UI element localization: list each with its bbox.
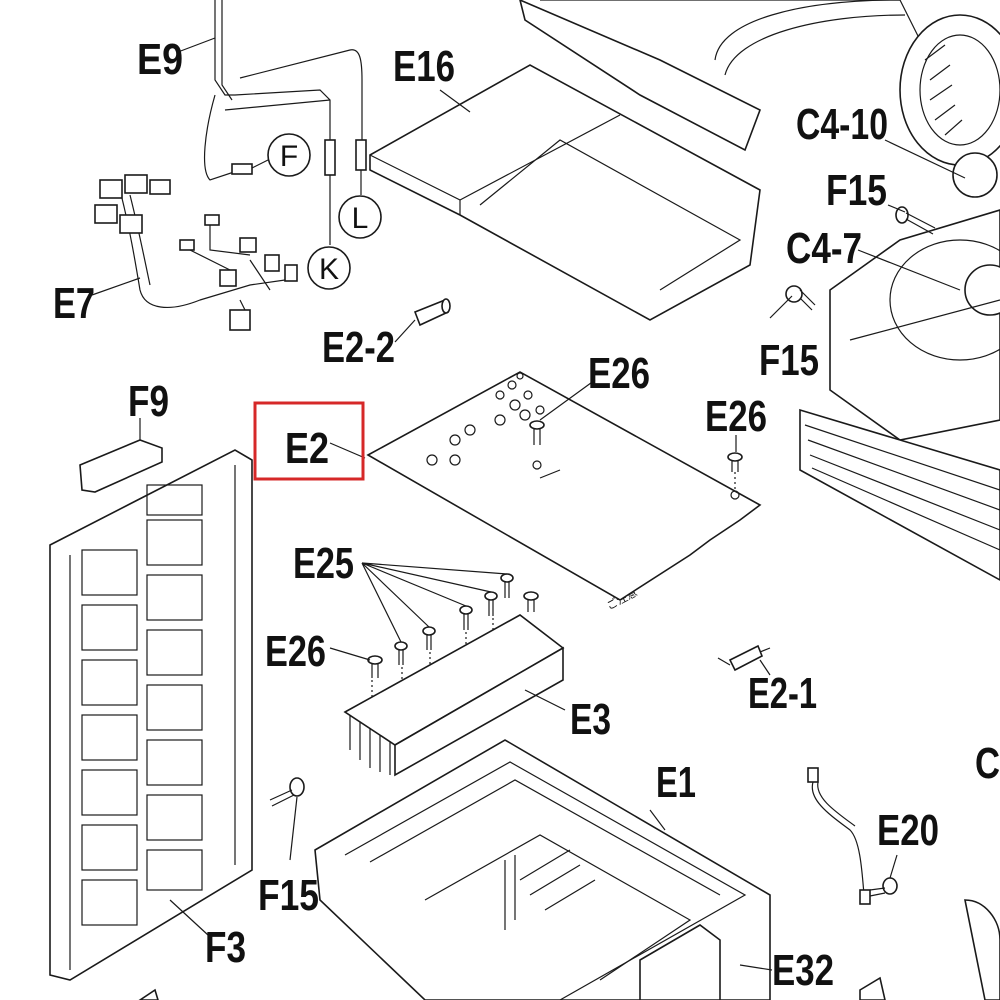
e1-base-part [314,739,771,1000]
label-e2: E2 [285,424,329,473]
label-e2-2: E2-2 [322,323,395,372]
label-e3: E3 [570,695,611,744]
f15-screw-lower [269,777,305,807]
label-e9: E9 [137,35,183,84]
corner-fragment-part [138,899,1000,1000]
label-e20: E20 [877,806,939,855]
label-c4-10: C4-10 [796,100,888,149]
label-f15-bottom: F15 [258,871,319,920]
e7-harness-part [94,174,298,331]
label-e26-center: E26 [588,349,650,398]
label-e1: E1 [656,758,696,807]
label-e25: E25 [293,539,354,588]
label-e26-right: E26 [705,392,767,441]
label-f15-top: F15 [826,166,887,215]
label-e16: E16 [393,42,455,91]
label-c4-7: C4-7 [786,224,862,273]
e32-part [639,924,721,1000]
label-f9: F9 [128,377,169,426]
circled-letter-k: K [319,253,339,286]
grille-part [799,408,1000,581]
e20-sensor-part [807,767,898,905]
f3-filter-part [49,449,253,981]
circled-letter-l: L [352,202,369,235]
e2-1-fuse-part [717,644,771,672]
label-f15-mid: F15 [759,336,819,385]
label-c-edge: C [975,739,1000,788]
e26-screw-left [367,655,383,678]
circled-callout-k: K [307,246,351,290]
e2-highlight-box [253,401,365,481]
e26-screw-center [529,420,545,445]
e3-heatsink-part [343,614,565,777]
circled-callout-l: L [338,195,382,239]
e9-harness-part [203,0,367,245]
leader-lines [91,37,966,971]
circled-callout-f: F [267,133,311,177]
f15-screw-top [895,206,936,235]
label-e26-left: E26 [265,627,326,676]
label-e32: E32 [772,946,834,995]
blower-wheel-part [899,14,1000,166]
e2-2-fuse-part [413,298,451,327]
label-e2-1: E2-1 [748,669,817,718]
fan-motor-part [829,152,1000,441]
e2-board-part [366,371,762,601]
e25-screws [371,573,539,715]
f9-clip-part [79,439,163,493]
label-f3: F3 [205,923,246,972]
label-e7: E7 [53,279,95,328]
top-frame-part [519,0,921,152]
e26-screw-right [727,452,743,490]
part-labels: E9 E16 C4-10 F15 C4-7 F15 E7 E2-2 E26 E2… [53,35,1000,995]
circled-letter-f: F [280,140,298,173]
